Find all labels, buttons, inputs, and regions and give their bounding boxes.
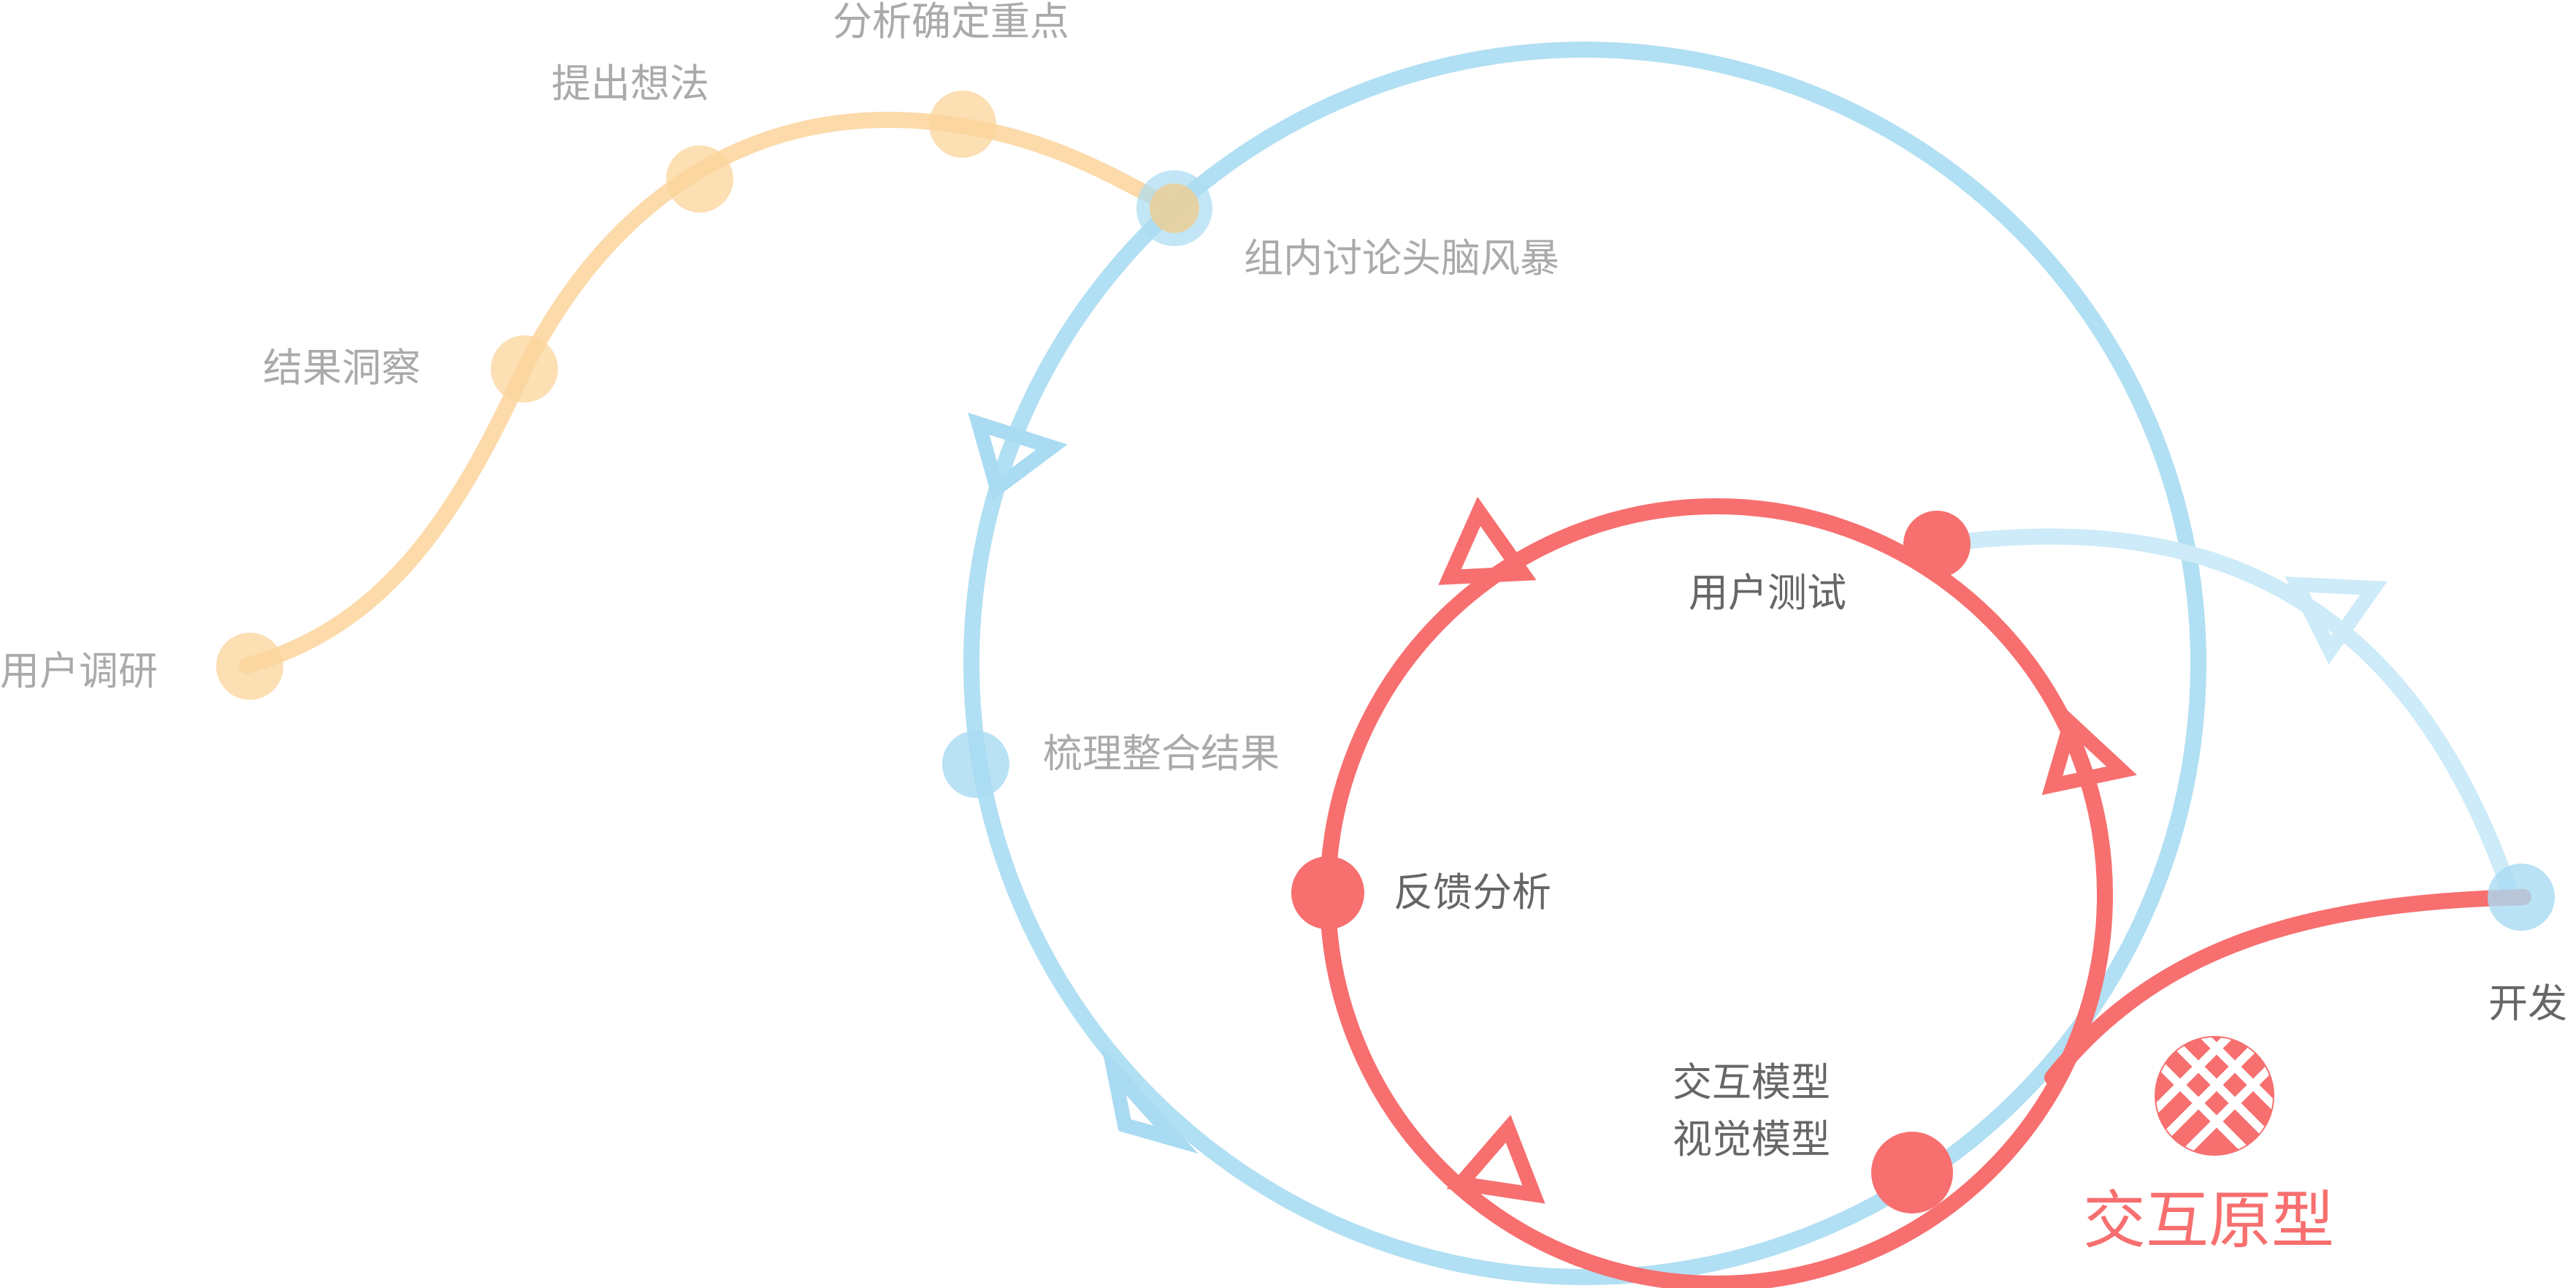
prototype-loop-arrow-top [1438,496,1537,585]
node-brainstorm [1150,183,1199,233]
design-loop-arrow-lower [1101,1045,1199,1154]
label-visual-model: 视觉模型 [1673,1118,1830,1162]
label-organize: 梳理整合结果 [1043,732,1280,776]
research-path-curve [239,112,1182,674]
prototype-title: 交互原型 [2083,1186,2334,1256]
label-feedback: 反馈分析 [1394,871,1551,915]
crosshatch-badge-icon [2155,1036,2274,1156]
test-to-dev-arrow [2285,576,2388,665]
label-priorities: 分析确定重点 [833,0,1069,44]
test-to-dev-curve [1931,528,2520,907]
label-interaction-model: 交互模型 [1673,1061,1830,1105]
design-loop-circle [963,42,2206,1285]
label-user-research: 用户调研 [0,649,158,693]
node-priorities [929,91,996,158]
node-user-testing [1903,511,1971,578]
prototype-to-dev-curve [2044,889,2531,1086]
design-loop-arrow-upper [968,412,1068,500]
prototype-loop-arrow-right [2041,709,2137,796]
node-user-research [216,633,283,700]
label-brainstorm: 组内讨论头脑风暴 [1244,237,1559,281]
node-ideas [666,145,733,213]
node-organize [942,731,1009,798]
node-development [2488,864,2555,931]
label-user-testing: 用户测试 [1689,571,1846,615]
label-development: 开发 [2488,982,2567,1026]
label-insights: 结果洞察 [263,346,421,390]
node-models [1871,1132,1953,1213]
prototype-loop-arrow-bottom [1446,1114,1545,1204]
label-ideas: 提出想法 [551,62,709,106]
node-feedback [1291,856,1364,929]
node-insights [491,335,558,403]
